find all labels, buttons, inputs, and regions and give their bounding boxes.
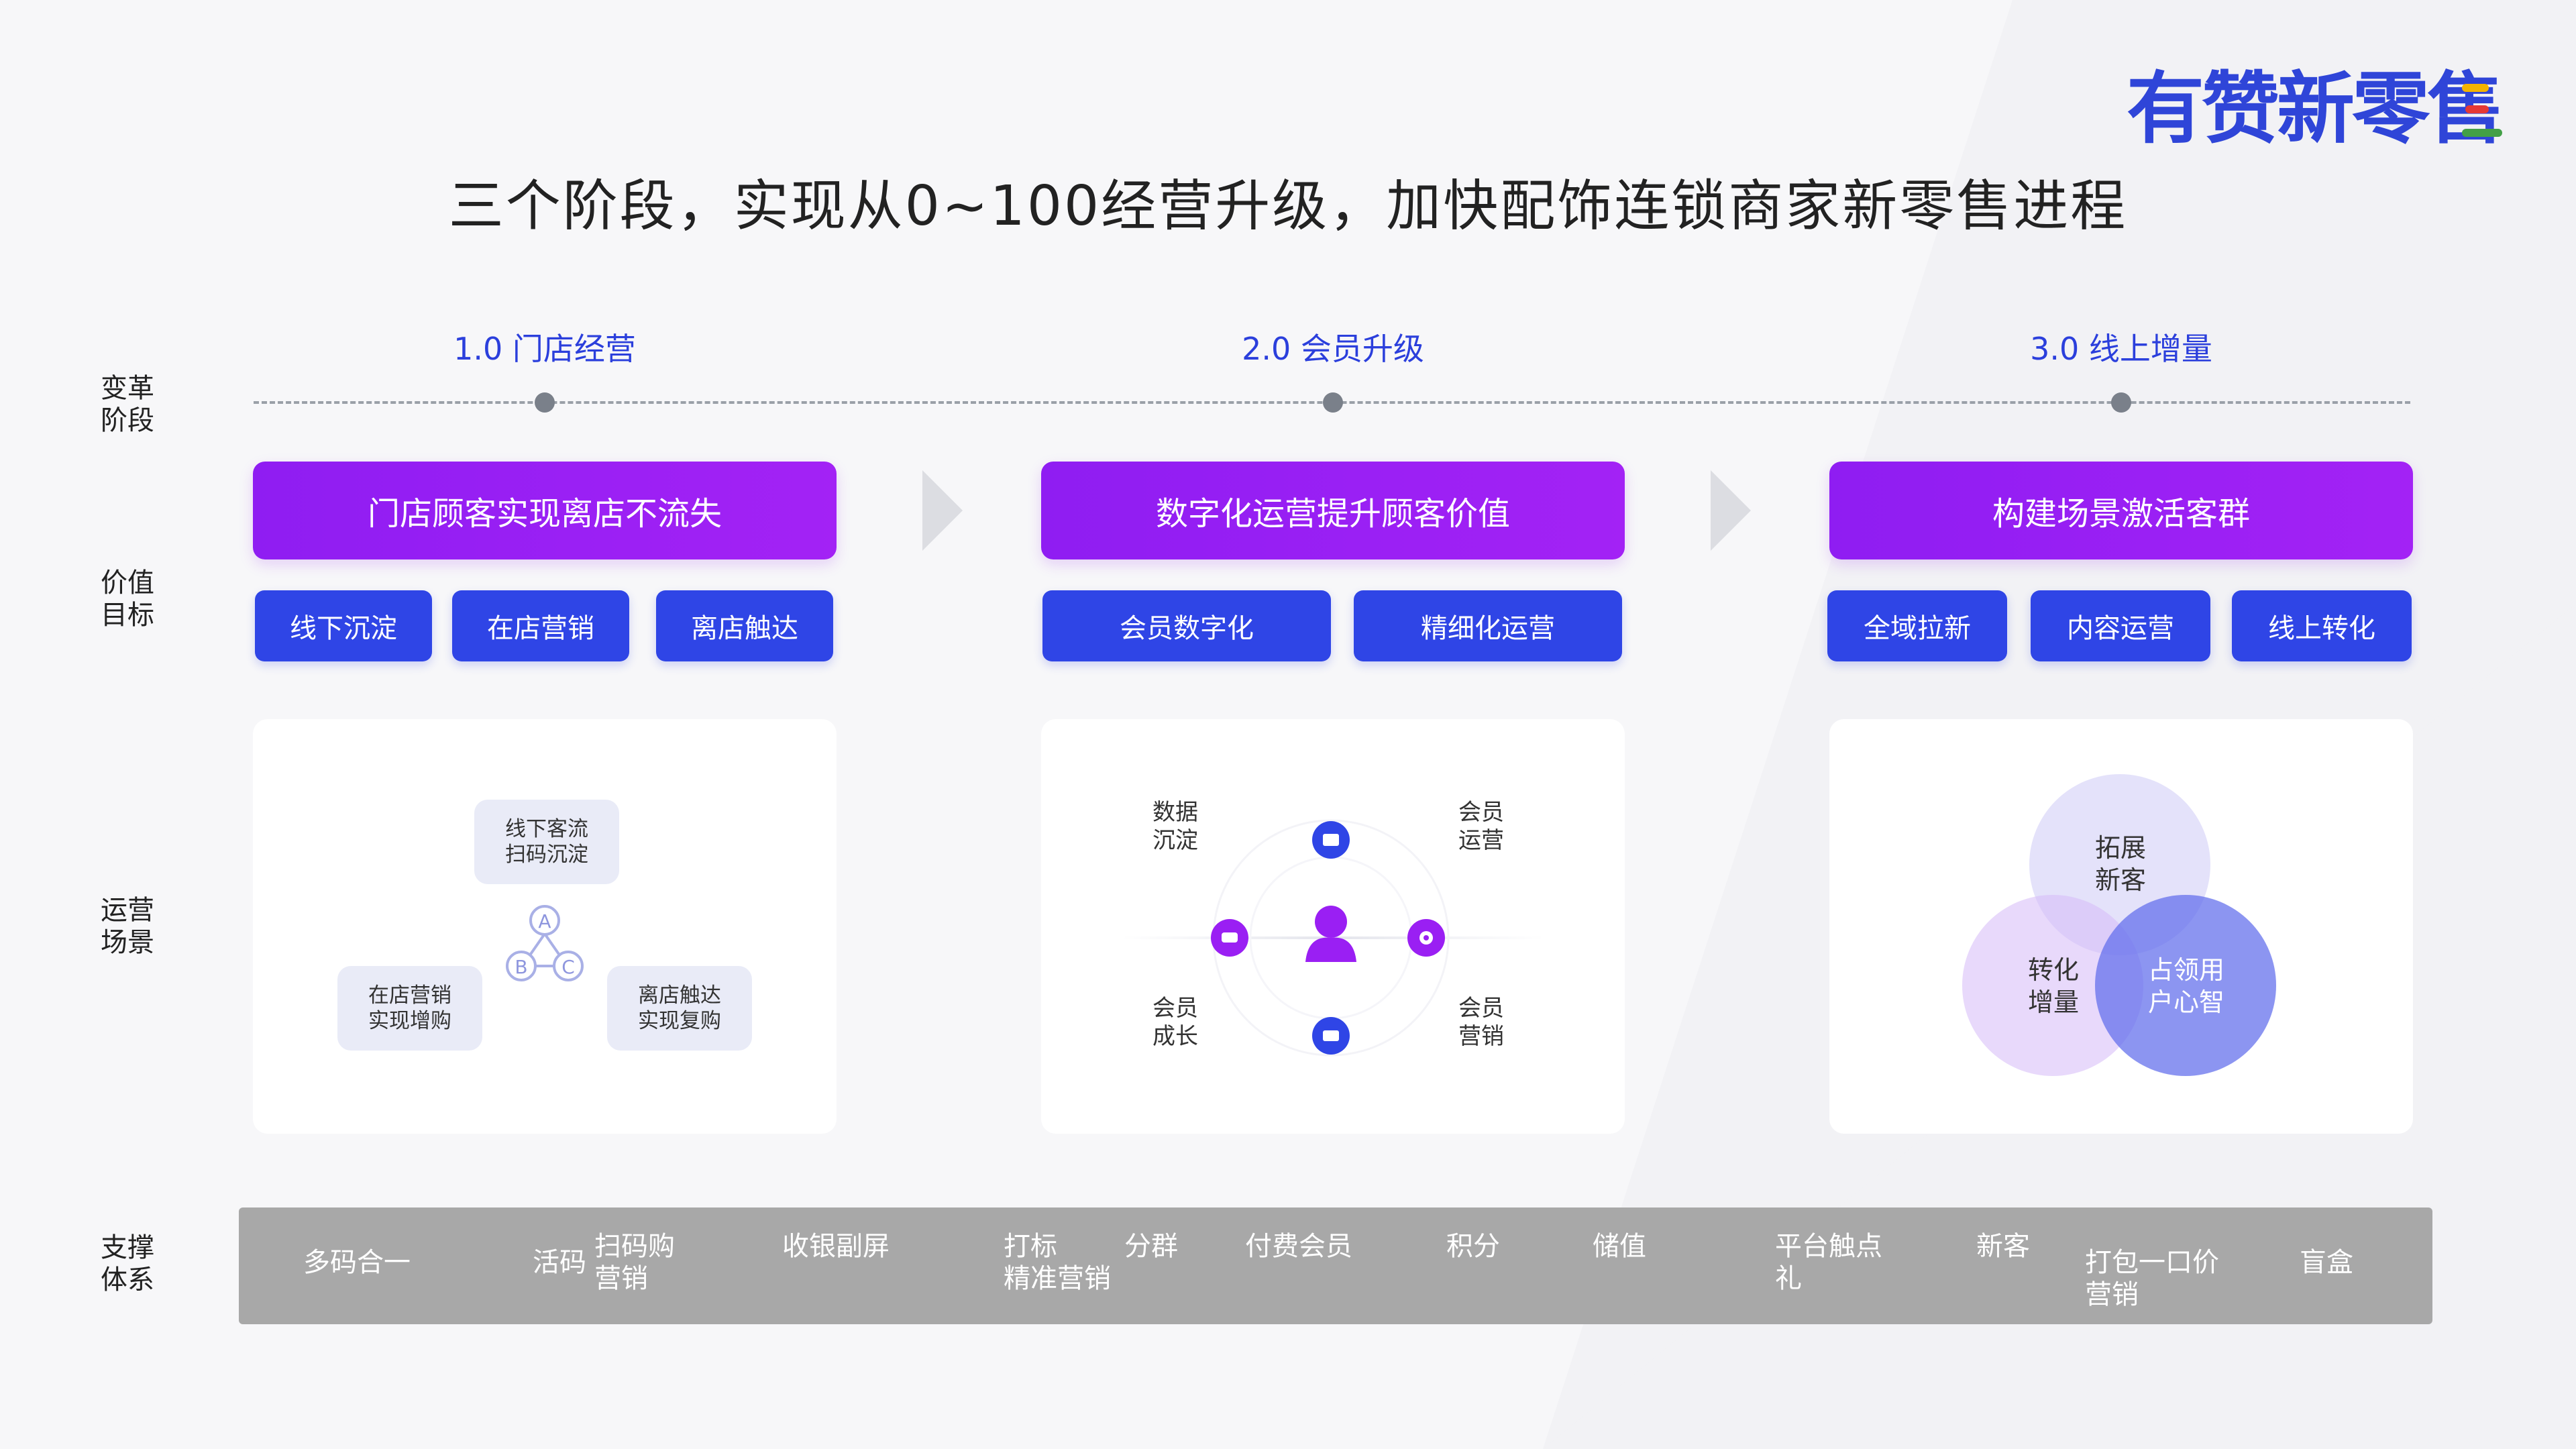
scene-card-1: 线下客流扫码沉淀 在店营销实现增购 离店触达实现复购 A B C [253,719,837,1134]
scene-node-top: 线下客流扫码沉淀 [474,800,619,884]
value-tag: 精细化运营 [1354,590,1622,661]
scene-card-3: 拓展新客 转化增量 占领用户心智 [1829,719,2413,1134]
abc-cycle-icon: A B C [506,905,584,981]
support-item: 打包一口价营销 [2085,1247,2219,1310]
brand-logo: 有赞新零售 [2127,64,2529,154]
support-item: 积分 [1446,1231,1500,1262]
support-item: 平台触点礼 [1775,1231,1882,1294]
scene-label-member-growth: 会员成长 [1152,995,1198,1050]
member-hub-diagram [1122,819,1544,1057]
venn-label-left: 转化增量 [2027,955,2079,1017]
goal-box-3: 构建场景激活客群 [1829,462,2413,559]
scene-card-2: 数据沉淀 会员运营 会员成长 会员营销 [1041,719,1625,1134]
logo-bar-green [2462,129,2502,137]
support-system-bar: 多码合一 活码 扫码购营销 收银副屏 打标精准营销 分群 付费会员 积分 储值 … [239,1208,2432,1324]
timeline-dot-3 [2111,392,2131,413]
scene-label-data: 数据沉淀 [1152,799,1198,854]
value-tag: 在店营销 [452,590,629,661]
support-item: 储值 [1593,1231,1646,1262]
letter-a: A [538,910,551,932]
logo-bar-yellow [2462,84,2489,92]
venn-label-top: 拓展新客 [2094,833,2146,895]
goal-box-1: 门店顾客实现离店不流失 [253,462,837,559]
timeline-dot-1 [535,392,555,413]
page-title: 三个阶段，实现从0~100经营升级，加快配饰连锁商家新零售进程 [448,174,2128,238]
support-item: 活码 [533,1247,586,1278]
chevron-right-icon [922,470,963,551]
support-item: 多码合一 [303,1247,411,1278]
value-tag: 线上转化 [2232,590,2412,661]
scene-label-member-ops: 会员运营 [1458,799,1504,854]
value-tag: 全域拉新 [1827,590,2007,661]
chevron-right-icon [1711,470,1751,551]
letter-b: B [515,956,527,978]
value-tag: 内容运营 [2031,590,2210,661]
scene-node-right: 离店触达实现复购 [607,966,752,1051]
brand-logo-text: 有赞新零售 [2127,64,2505,154]
letter-c: C [561,956,575,978]
support-item: 扫码购营销 [594,1231,675,1294]
row-label-value: 价值目标 [101,568,154,631]
support-item: 分群 [1124,1231,1178,1262]
support-item: 新客 [1976,1231,2030,1262]
logo-bar-red [2465,105,2489,113]
stage-title-1: 1.0 门店经营 [453,331,636,367]
row-label-scene: 运营场景 [101,895,154,958]
support-item: 盲盒 [2300,1247,2353,1278]
row-label-stage: 变革阶段 [101,373,154,436]
stage-title-3: 3.0 线上增量 [2030,331,2212,367]
timeline-dot-2 [1323,392,1343,413]
support-item: 付费会员 [1245,1231,1352,1262]
value-tag: 离店触达 [656,590,833,661]
value-tag: 线下沉淀 [255,590,432,661]
stage-title-2: 2.0 会员升级 [1242,331,1424,367]
row-label-support: 支撑体系 [101,1232,154,1295]
venn-circle-right [2095,895,2276,1076]
value-tag: 会员数字化 [1042,590,1331,661]
scene-label-member-marketing: 会员营销 [1458,995,1504,1050]
venn-label-right: 占领用户心智 [2147,955,2224,1017]
support-item: 收银副屏 [782,1231,890,1262]
goal-box-2: 数字化运营提升顾客价值 [1041,462,1625,559]
scene-node-left: 在店营销实现增购 [337,966,482,1051]
support-item: 打标精准营销 [1004,1231,1111,1294]
